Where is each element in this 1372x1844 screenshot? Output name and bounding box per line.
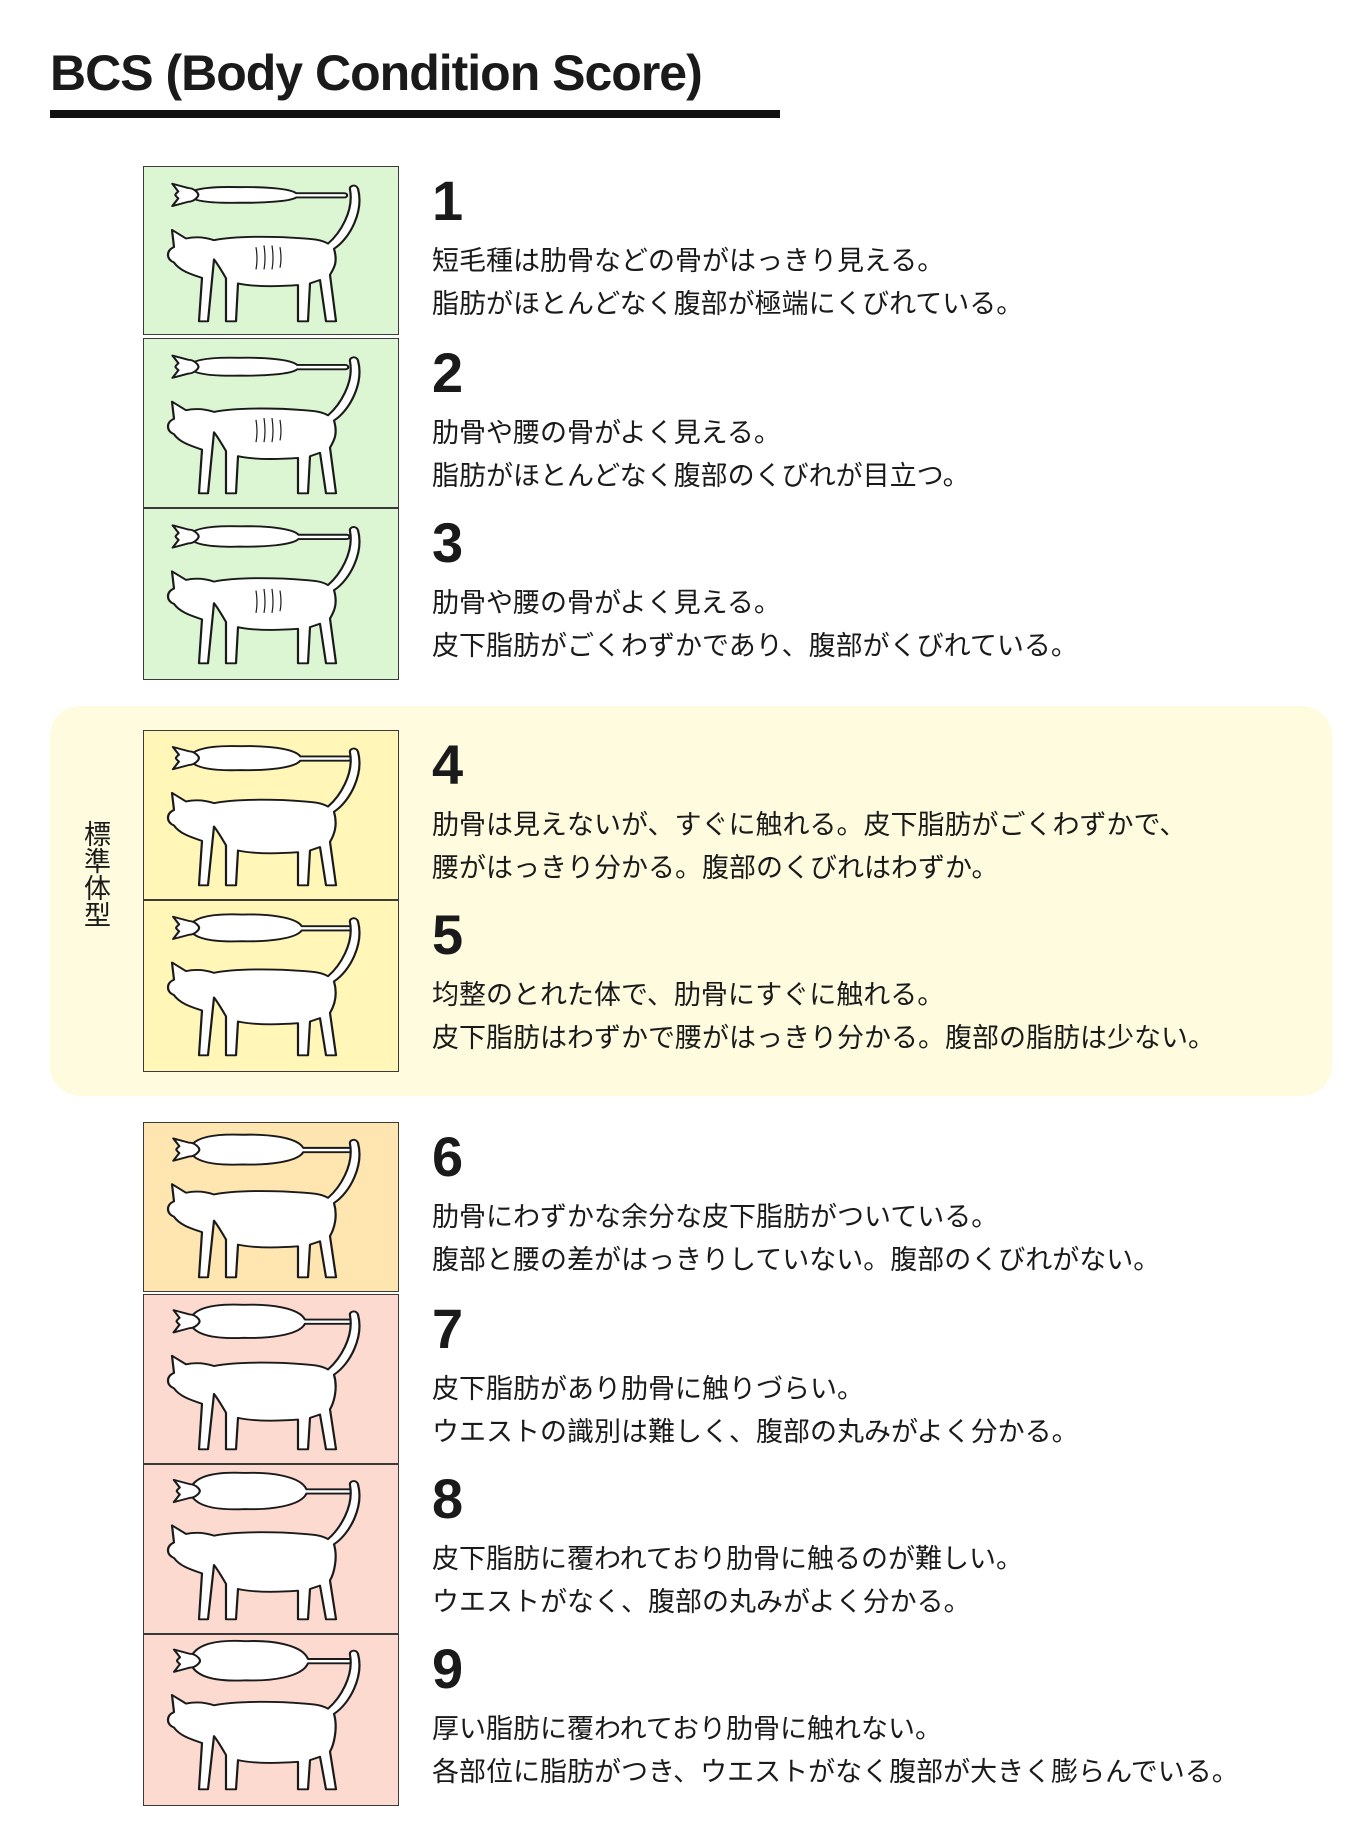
description-line-1: 肋骨にわずかな余分な皮下脂肪がついている。 [432, 1202, 999, 1233]
cat-silhouette-icon [166, 1471, 361, 1621]
score-description: 厚い脂肪に覆われており肋骨に触れない。各部位に脂肪がつき、ウエストがなく腹部が大… [432, 1708, 1239, 1794]
score-number: 8 [432, 1467, 464, 1530]
score-number: 5 [432, 903, 464, 966]
bcs-illustration-1 [143, 166, 399, 335]
description-line-2: 皮下脂肪がごくわずかであり、腹部がくびれている。 [432, 631, 1078, 662]
score-number: 1 [432, 169, 464, 232]
score-description: 肋骨は見えないが、すぐに触れる。皮下脂肪がごくわずかで、腰がはっきり分かる。腹部… [432, 804, 1186, 890]
score-number: 3 [432, 511, 464, 574]
description-line-1: 肋骨や腰の骨がよく見える。 [432, 588, 781, 619]
description-line-1: 均整のとれた体で、肋骨にすぐに触れる。 [432, 980, 945, 1011]
description-line-1: 肋骨や腰の骨がよく見える。 [432, 418, 781, 449]
bcs-illustration-3 [143, 508, 399, 680]
description-line-1: 皮下脂肪に覆われており肋骨に触るのが難しい。 [432, 1544, 1024, 1575]
description-line-2: 腰がはっきり分かる。腹部のくびれはわずか。 [432, 853, 999, 884]
bcs-illustration-4 [143, 730, 399, 900]
title-underline [50, 110, 780, 118]
score-number: 2 [432, 341, 464, 404]
description-line-2: ウエストの識別は難しく、腹部の丸みがよく分かる。 [432, 1417, 1079, 1448]
standard-body-label: 標準体型 [79, 820, 110, 928]
cat-silhouette-icon [166, 1639, 361, 1791]
score-description: 肋骨や腰の骨がよく見える。皮下脂肪がごくわずかであり、腹部がくびれている。 [432, 582, 1078, 668]
score-description: 皮下脂肪に覆われており肋骨に触るのが難しい。ウエストがなく、腹部の丸みがよく分か… [432, 1538, 1023, 1624]
cat-silhouette-icon [166, 354, 361, 495]
bcs-illustration-5 [143, 900, 399, 1072]
cat-silhouette-icon [166, 913, 361, 1057]
cat-silhouette-icon [166, 1133, 361, 1279]
score-number: 6 [432, 1125, 464, 1188]
bcs-illustration-6 [143, 1122, 399, 1292]
bcs-illustration-8 [143, 1464, 399, 1634]
score-description: 肋骨や腰の骨がよく見える。脂肪がほとんどなく腹部のくびれが目立つ。 [432, 412, 970, 498]
description-line-2: ウエストがなく、腹部の丸みがよく分かる。 [432, 1587, 971, 1618]
cat-silhouette-icon [166, 745, 361, 887]
description-line-1: 短毛種は肋骨などの骨がはっきり見える。 [432, 246, 945, 277]
bcs-illustration-9 [143, 1634, 399, 1806]
cat-silhouette-icon [166, 182, 361, 323]
description-line-1: 皮下脂肪があり肋骨に触りづらい。 [432, 1374, 864, 1405]
description-line-2: 脂肪がほとんどなく腹部のくびれが目立つ。 [432, 461, 970, 492]
description-line-2: 皮下脂肪はわずかで腰がはっきり分かる。腹部の脂肪は少ない。 [432, 1023, 1215, 1054]
score-number: 4 [432, 733, 464, 796]
cat-silhouette-icon [166, 524, 361, 665]
score-description: 短毛種は肋骨などの骨がはっきり見える。脂肪がほとんどなく腹部が極端にくびれている… [432, 240, 1023, 326]
cat-silhouette-icon [166, 1303, 361, 1451]
page-title: BCS (Body Condition Score) [50, 45, 703, 101]
description-line-1: 肋骨は見えないが、すぐに触れる。皮下脂肪がごくわずかで、 [432, 810, 1187, 841]
score-number: 9 [432, 1637, 464, 1700]
score-number: 7 [432, 1297, 464, 1360]
score-description: 皮下脂肪があり肋骨に触りづらい。ウエストの識別は難しく、腹部の丸みがよく分かる。 [432, 1368, 1079, 1454]
description-line-2: 各部位に脂肪がつき、ウエストがなく腹部が大きく膨らんでいる。 [432, 1757, 1239, 1788]
description-line-2: 腹部と腰の差がはっきりしていない。腹部のくびれがない。 [432, 1245, 1161, 1276]
score-description: 肋骨にわずかな余分な皮下脂肪がついている。腹部と腰の差がはっきりしていない。腹部… [432, 1196, 1160, 1282]
description-line-2: 脂肪がほとんどなく腹部が極端にくびれている。 [432, 289, 1024, 320]
score-description: 均整のとれた体で、肋骨にすぐに触れる。皮下脂肪はわずかで腰がはっきり分かる。腹部… [432, 974, 1215, 1060]
description-line-1: 厚い脂肪に覆われており肋骨に触れない。 [432, 1714, 943, 1745]
bcs-illustration-2 [143, 338, 399, 508]
bcs-illustration-7 [143, 1294, 399, 1464]
